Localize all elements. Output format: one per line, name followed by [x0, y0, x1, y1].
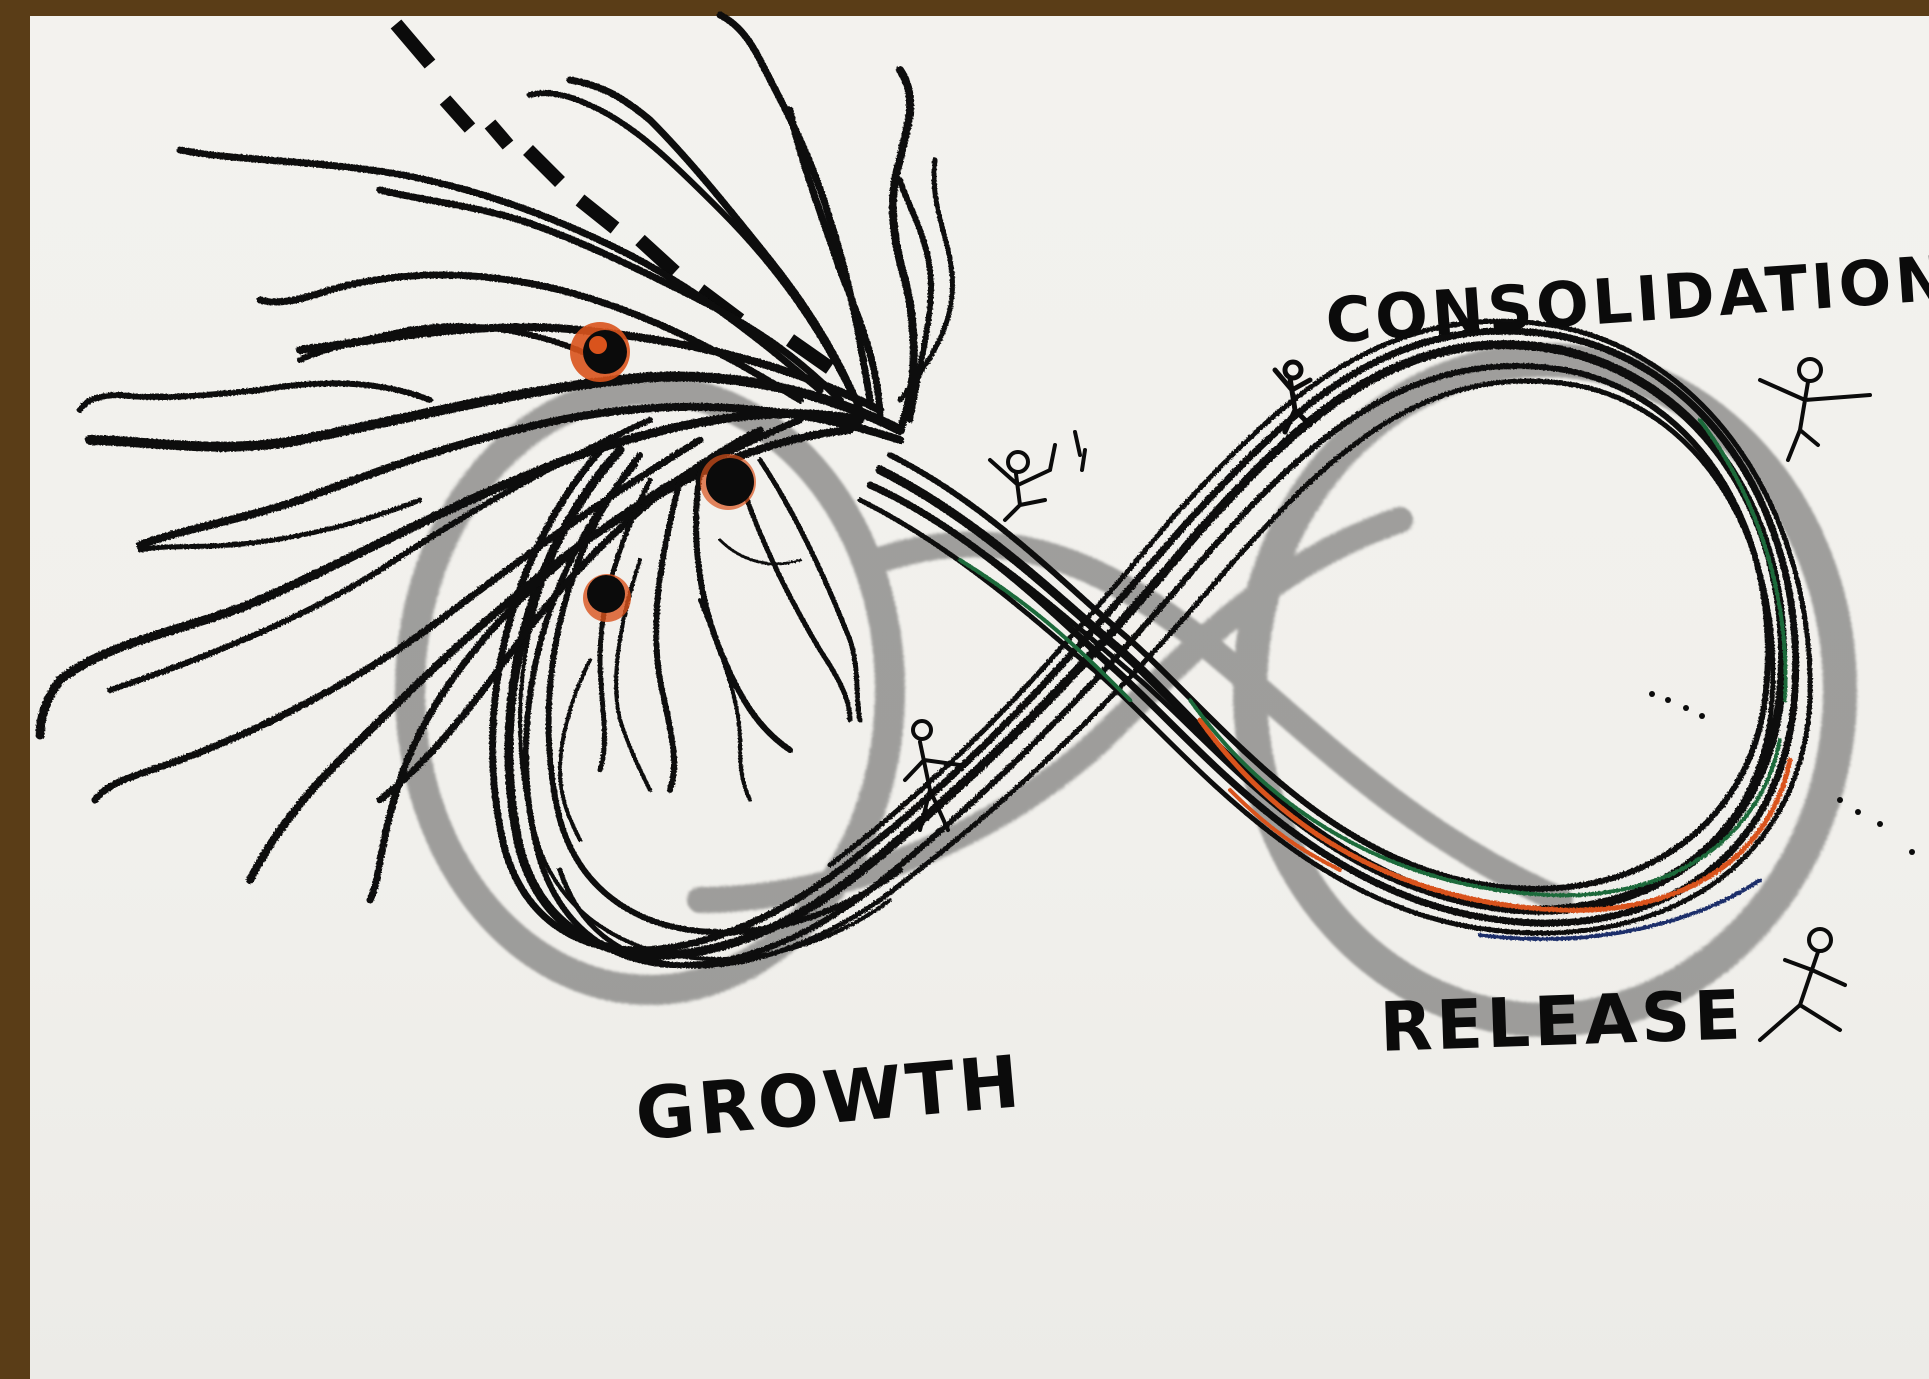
stick-figure-waving	[1760, 359, 1870, 460]
stick-figure-falling	[1760, 929, 1845, 1040]
label-consolidation: CONSOLIDATION	[1323, 241, 1929, 358]
stick-figure-running	[990, 432, 1085, 520]
label-growth: GROWTH	[632, 1039, 1026, 1157]
stick-figure-climbing	[1275, 362, 1310, 432]
inner-roots	[560, 460, 860, 840]
label-release: RELEASE	[1379, 976, 1746, 1068]
infinity-loop	[493, 321, 1811, 966]
color-accent-strokes	[960, 420, 1790, 939]
